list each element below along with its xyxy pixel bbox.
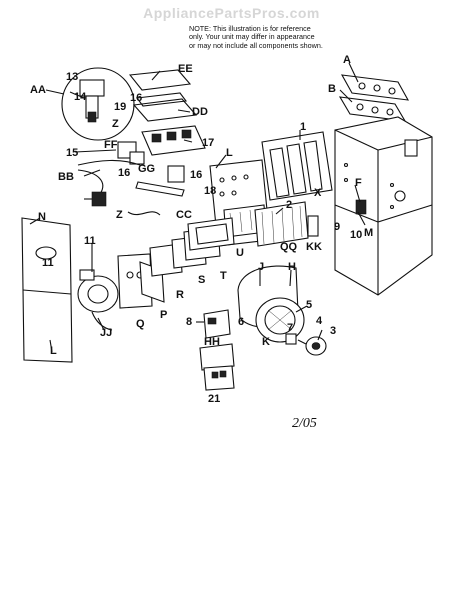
burner-box (254, 201, 309, 247)
label-x: X (314, 187, 322, 199)
label-m: M (364, 227, 373, 239)
label-4: 4 (316, 315, 323, 327)
transformer-hh (199, 343, 235, 371)
label-l-lower: L (50, 345, 57, 357)
igniter-bb (84, 191, 107, 207)
panel-ee (128, 69, 192, 91)
label-qq: QQ (280, 241, 298, 253)
label-7: 7 (287, 322, 293, 334)
part-16-switch (167, 165, 185, 183)
label-13: 13 (66, 71, 78, 83)
blower-housing-h (237, 265, 305, 343)
label-21: 21 (208, 393, 220, 405)
top-panel-a (340, 74, 410, 101)
watermark: AppliancePartsPros.com (143, 5, 320, 21)
part-7 (285, 333, 297, 345)
switch-kk (307, 215, 319, 237)
label-17: 17 (202, 137, 214, 149)
label-11-door: 11 (42, 257, 54, 269)
label-b: B (328, 83, 336, 95)
wire-ff (77, 159, 141, 195)
gasket-16 (135, 92, 188, 107)
label-j: J (258, 261, 264, 273)
heat-exchanger-1 (261, 131, 333, 201)
leader-lines (29, 62, 366, 353)
label-16-right: 16 (190, 169, 202, 181)
revision-date: 2/05 (292, 416, 317, 431)
label-19: 19 (114, 101, 126, 113)
label-h: H (288, 261, 296, 273)
label-a: A (343, 54, 351, 66)
label-q: Q (136, 318, 145, 330)
label-hh: HH (204, 336, 220, 348)
label-9: 9 (334, 221, 340, 233)
label-z-lower: Z (116, 209, 123, 221)
label-11-motor: 11 (84, 235, 96, 247)
part-labels: A B EE AA 13 14 19 Z 16 DD 17 1 15 FF GG… (30, 54, 373, 405)
label-dd: DD (192, 106, 208, 118)
junction-box-21 (203, 365, 235, 391)
label-14: 14 (74, 91, 87, 103)
label-6: 6 (238, 316, 244, 328)
note-line-2: only. Your unit may differ in appearance (189, 32, 315, 42)
label-k: K (262, 336, 270, 348)
door-n (21, 217, 73, 363)
label-jj: JJ (100, 327, 112, 339)
label-bb: BB (58, 171, 74, 183)
panel-u (187, 217, 235, 251)
label-15: 15 (66, 147, 78, 159)
label-16-left: 16 (118, 167, 130, 179)
label-ee: EE (178, 63, 193, 75)
control-board-8 (203, 309, 231, 339)
label-s: S (198, 274, 205, 286)
label-l-upper: L (226, 147, 233, 159)
label-aa: AA (30, 84, 46, 96)
part-9-bracket (355, 199, 367, 215)
label-z-upper: Z (112, 118, 119, 130)
note-line-1: NOTE: This illustration is for reference (189, 24, 311, 33)
label-u: U (236, 247, 244, 259)
label-r: R (176, 289, 184, 301)
hose-z (127, 211, 161, 216)
label-p: P (160, 309, 167, 321)
note-line-3: or may not include all components shown. (189, 40, 323, 50)
label-cc: CC (176, 209, 192, 221)
label-3: 3 (330, 325, 336, 337)
label-gg: GG (138, 163, 155, 175)
inducer-motor-11 (77, 269, 119, 331)
label-kk: KK (306, 241, 322, 253)
reference-note: NOTE: This illustration is for reference… (189, 24, 349, 50)
label-10: 10 (350, 229, 362, 241)
label-ff: FF (104, 139, 118, 151)
label-5: 5 (306, 299, 312, 311)
panel-dd (132, 98, 198, 122)
label-t: T (220, 270, 227, 282)
label-1: 1 (300, 121, 306, 133)
blower-motor-3 (297, 336, 327, 356)
label-2: 2 (286, 199, 292, 211)
gas-valve-gg (117, 141, 145, 165)
label-16-upper: 16 (130, 92, 142, 104)
label-n: N (38, 211, 46, 223)
bracket-cc (135, 181, 185, 197)
burner-assembly-17 (141, 125, 206, 156)
label-f: F (355, 177, 362, 189)
label-18: 18 (204, 185, 216, 197)
cabinet (334, 116, 433, 296)
label-8: 8 (186, 316, 192, 328)
detail-circle (61, 67, 135, 141)
